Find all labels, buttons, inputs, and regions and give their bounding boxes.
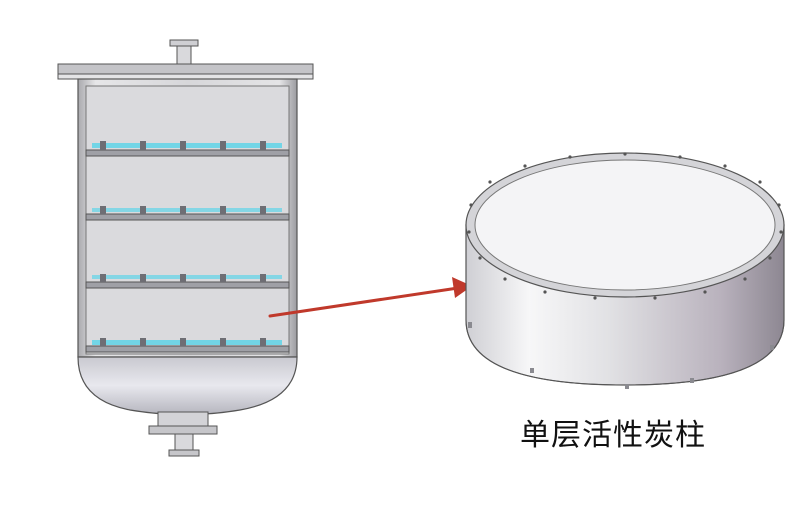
pointer-arrow — [268, 277, 472, 318]
column-feet — [468, 322, 774, 389]
rim-bolts — [467, 152, 783, 300]
top-nozzle — [169, 39, 199, 67]
single-layer-carbon-column — [465, 152, 785, 389]
tray-3 — [85, 275, 290, 289]
top-flange — [57, 63, 314, 80]
tray-2 — [85, 208, 290, 221]
bottom-head — [77, 356, 298, 415]
bottom-nozzle — [148, 411, 218, 457]
tray-4 — [85, 340, 290, 353]
tray-1 — [85, 143, 290, 157]
tray-clips — [100, 141, 266, 346]
filter-vessel — [57, 39, 314, 457]
diagram-caption: 单层活性炭柱 — [520, 418, 706, 453]
